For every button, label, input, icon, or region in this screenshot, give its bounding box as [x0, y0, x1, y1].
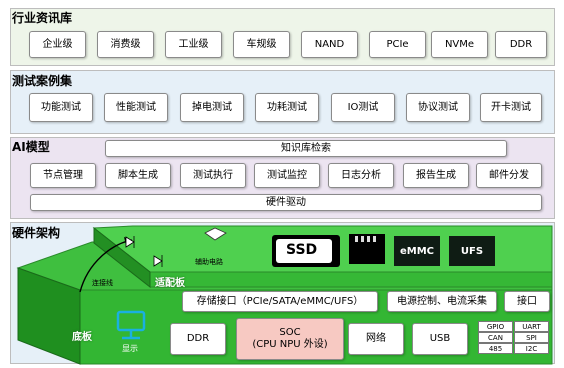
- adapter-board-front: [149, 271, 553, 288]
- ai-item-node-management[interactable]: 节点管理: [30, 163, 96, 188]
- testcases-title: 测试案例集: [12, 74, 73, 88]
- aux-circuit-label: 辅助电路: [195, 258, 223, 266]
- cable-label: 连接线: [92, 279, 113, 287]
- base-network: 网络: [348, 323, 404, 355]
- base-board-label: 底板: [72, 332, 92, 343]
- soc-subtitle: (CPU NPU 外设): [252, 339, 328, 350]
- iface-i2c: I2C: [514, 343, 549, 354]
- knowledge-base-search[interactable]: 知识库检索: [105, 140, 507, 157]
- industry-item-automotive[interactable]: 车规级: [233, 31, 290, 58]
- testcase-power-loss[interactable]: 掉电测试: [180, 93, 244, 122]
- base-ddr: DDR: [170, 323, 226, 355]
- signal-arrow-2: [153, 255, 163, 267]
- soc-block: SOC (CPU NPU 外设): [236, 318, 344, 360]
- testcase-card-open[interactable]: 开卡测试: [480, 93, 542, 122]
- testcase-protocol[interactable]: 协议测试: [406, 93, 470, 122]
- iface-uart: UART: [514, 321, 549, 332]
- industry-item-pcie[interactable]: PCIe: [369, 31, 426, 58]
- testcase-functional[interactable]: 功能测试: [29, 93, 93, 122]
- testcase-power-consumption[interactable]: 功耗测试: [255, 93, 319, 122]
- adapter-board-side: [93, 226, 151, 289]
- soc-title: SOC: [279, 327, 301, 338]
- industry-item-ddr[interactable]: DDR: [495, 31, 547, 58]
- ai-item-test-monitoring[interactable]: 测试监控: [254, 163, 320, 188]
- ai-item-report-generation[interactable]: 报告生成: [403, 163, 469, 188]
- ai-item-log-analysis[interactable]: 日志分析: [328, 163, 394, 188]
- adapter-board-label: 适配板: [155, 278, 185, 289]
- iface-spi: SPI: [514, 332, 549, 343]
- signal-arrow-1: [125, 236, 135, 248]
- industry-title: 行业资讯库: [12, 11, 73, 25]
- industry-item-nvme[interactable]: NVMe: [431, 31, 488, 58]
- aux-circuit-icon: [204, 227, 227, 241]
- hardware-driver[interactable]: 硬件驱动: [30, 194, 542, 211]
- hardware-title: 硬件架构: [12, 226, 61, 240]
- base-board-side: [17, 267, 81, 365]
- testcase-performance[interactable]: 性能测试: [104, 93, 168, 122]
- storage-interface: 存储接口（PCIe/SATA/eMMC/UFS）: [182, 291, 378, 312]
- iface-can: CAN: [478, 332, 513, 343]
- ai-title: AI模型: [12, 140, 50, 154]
- display-label: 显示: [122, 344, 138, 353]
- power-control: 电源控制、电流采集: [387, 291, 497, 312]
- ai-item-script-generation[interactable]: 脚本生成: [105, 163, 171, 188]
- iface-485: 485: [478, 343, 513, 354]
- ufs-chip: UFS: [449, 236, 495, 266]
- base-usb: USB: [412, 323, 468, 355]
- testcase-io[interactable]: IO测试: [331, 93, 395, 122]
- industry-item-enterprise[interactable]: 企业级: [29, 31, 86, 58]
- adapter-port: 接口: [504, 291, 550, 312]
- industry-item-consumer[interactable]: 消费级: [97, 31, 154, 58]
- ai-item-test-execution[interactable]: 测试执行: [180, 163, 246, 188]
- iface-gpio: GPIO: [478, 321, 513, 332]
- ssd-label: SSD: [286, 242, 318, 258]
- emmc-chip: eMMC: [394, 236, 440, 266]
- ai-item-mail-distribution[interactable]: 邮件分发: [476, 163, 542, 188]
- industry-item-nand[interactable]: NAND: [301, 31, 358, 58]
- industry-item-industrial[interactable]: 工业级: [165, 31, 222, 58]
